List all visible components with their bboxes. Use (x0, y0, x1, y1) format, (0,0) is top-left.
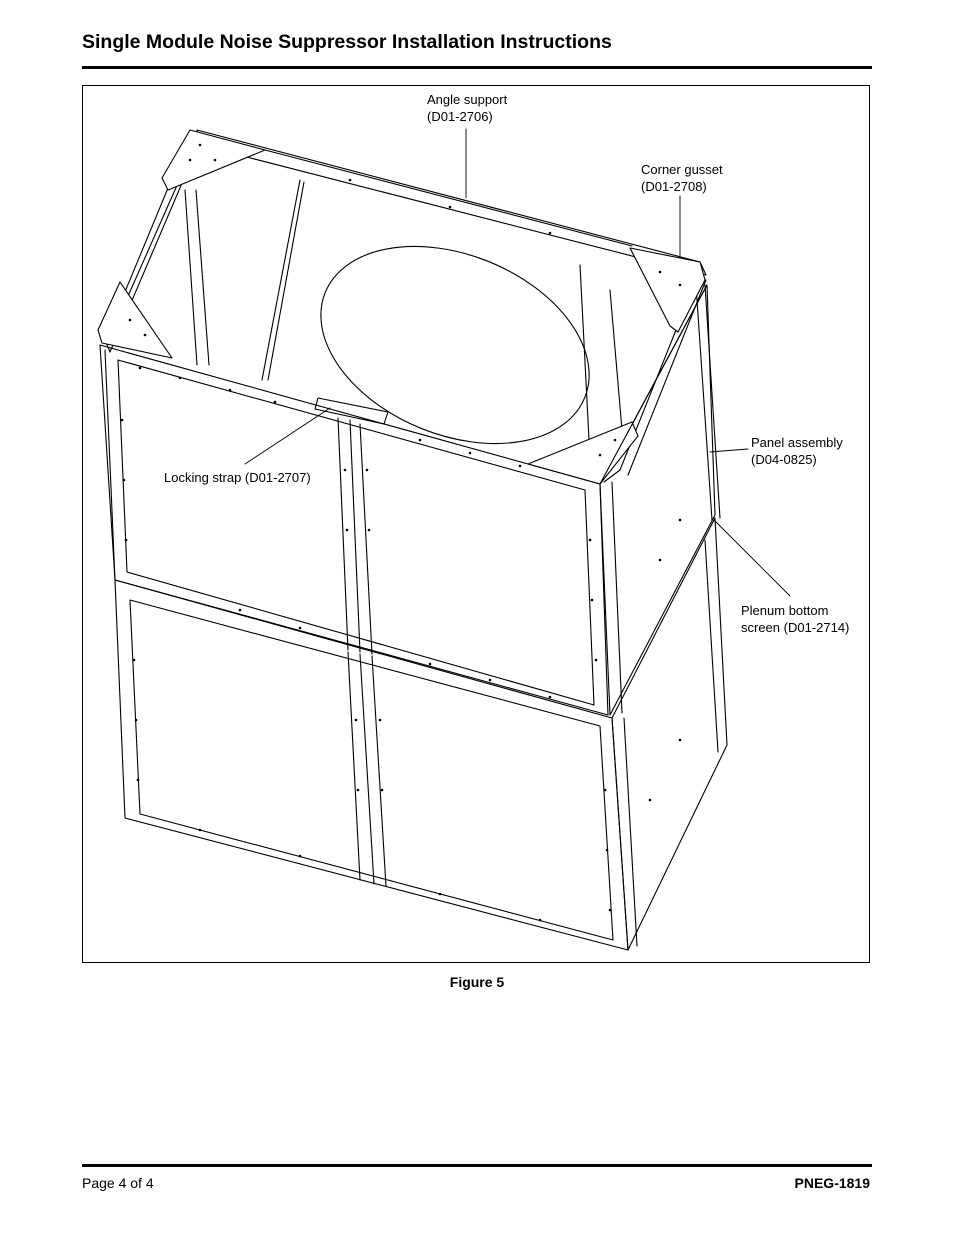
lower-side-panel (611, 517, 728, 951)
label-panel-assembly: Panel assembly (D04-0825) (751, 435, 843, 468)
label-plenum-screen: Plenum bottom screen (D01-2714) (741, 603, 849, 636)
label-corner-gusset: Corner gusset (D01-2708) (641, 162, 723, 195)
footer-rule (82, 1164, 872, 1167)
label-angle-support-part: (D01-2706) (427, 108, 493, 124)
label-panel-assembly-name: Panel assembly (751, 435, 843, 450)
header-rule (82, 66, 872, 69)
upper-front-panels (99, 344, 609, 716)
figure-caption: Figure 5 (449, 974, 505, 990)
label-corner-gusset-part: (D01-2708) (641, 178, 707, 194)
rivet-dots (120, 143, 682, 922)
label-locking-strap: Locking strap (D01-2707) (164, 470, 311, 487)
upper-side-panel (599, 284, 716, 716)
back-panel-edges (184, 179, 721, 521)
page-number: Page 4 of 4 (82, 1175, 154, 1191)
figure-frame (82, 85, 870, 963)
label-angle-support-name: Angle support (427, 92, 508, 107)
corner-gusset-shapes (97, 129, 706, 485)
label-panel-assembly-part: (D04-0825) (751, 451, 817, 467)
page-title: Single Module Noise Suppressor Installat… (82, 31, 612, 53)
label-corner-gusset-name: Corner gusset (641, 162, 723, 177)
duct-opening (320, 245, 590, 445)
label-angle-support: Angle support (D01-2706) (427, 92, 507, 125)
label-plenum-screen-name: Plenum bottom (741, 603, 829, 618)
label-locking-strap-name: Locking strap (D01-2707) (164, 470, 311, 485)
document-id: PNEG-1819 (794, 1175, 870, 1191)
leader-lines (244, 128, 791, 597)
label-plenum-screen-part: screen (D01-2714) (741, 619, 850, 635)
